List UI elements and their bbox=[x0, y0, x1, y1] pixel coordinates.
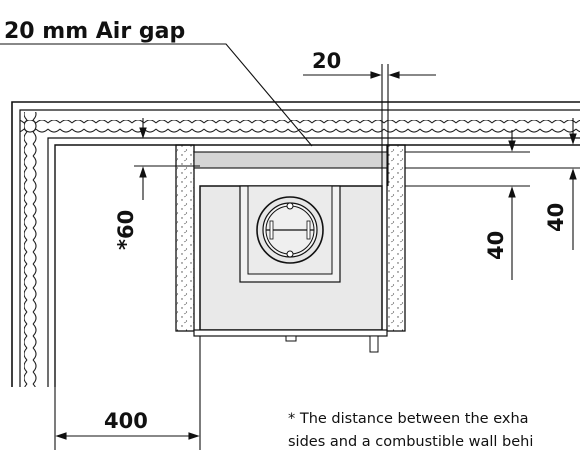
dimension-top-label: 20 bbox=[312, 49, 341, 73]
dimension-right-outer-label: 40 bbox=[544, 203, 568, 232]
stove-surround bbox=[175, 144, 406, 353]
dimension-lines bbox=[0, 43, 580, 450]
dimension-bottom-label: 400 bbox=[104, 409, 148, 433]
dimension-right-inner-label: 40 bbox=[484, 231, 508, 260]
air-gap-label: 20 mm Air gap bbox=[4, 19, 185, 44]
footnote-line-1: * The distance between the exha bbox=[288, 411, 529, 427]
flue-collar-icon bbox=[256, 196, 324, 264]
air-gap-band bbox=[193, 151, 388, 169]
footnote-line-2: sides and a combustible wall behi bbox=[288, 434, 533, 450]
dimension-left-label: *60 bbox=[114, 210, 138, 250]
wall-insulation bbox=[11, 101, 580, 387]
